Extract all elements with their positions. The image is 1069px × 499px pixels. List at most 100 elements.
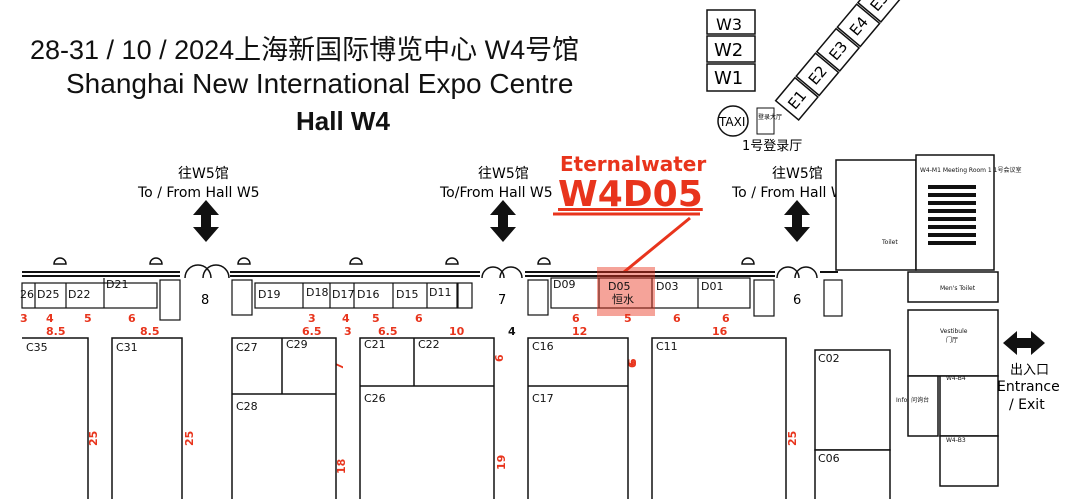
hall-wall xyxy=(22,271,838,277)
booth-label: C17 xyxy=(532,392,554,405)
dimension-label: 6 xyxy=(626,360,639,368)
transfer-en-1: To / From Hall W5 xyxy=(137,185,260,201)
gate-7-label: 7 xyxy=(498,293,506,308)
facility-block xyxy=(835,154,999,487)
venue-name: Shanghai New International Expo Centre xyxy=(66,68,574,99)
highlight-booth-w4d05[interactable] xyxy=(597,267,655,316)
exit-en-label: / Exit xyxy=(1009,397,1045,413)
hydrant-icon xyxy=(349,257,363,265)
registration-stand-label: 登录大厅 xyxy=(758,113,782,121)
booth-label: D22 xyxy=(68,288,90,301)
date-and-hall-title: 28-31 / 10 / 2024上海新国际博览中心 W4号馆 xyxy=(30,35,580,65)
booth-label: C26 xyxy=(364,392,386,405)
transfer-cn-1: 往W5馆 xyxy=(178,166,229,182)
registration-stand xyxy=(756,107,775,135)
booth-label: D19 xyxy=(258,288,280,301)
booth-label: C11 xyxy=(656,340,678,353)
hall-w3-label: W3 xyxy=(716,15,742,34)
booth-label: D21 xyxy=(106,278,128,291)
meeting-room-label: W4-M1 Meeting Room 1 1号会议室 xyxy=(920,166,1021,174)
dimension-label: 8.5 xyxy=(140,325,160,338)
dimension-label: 3 xyxy=(20,312,28,325)
room-b4-label: W4-B4 xyxy=(946,375,966,382)
taxi-icon xyxy=(717,105,749,137)
d-row-booths xyxy=(21,277,843,321)
booth-label: C28 xyxy=(236,400,258,413)
hydrant-icon xyxy=(237,257,251,265)
hydrant-icon xyxy=(149,257,163,265)
dimension-label: 7 xyxy=(333,362,346,370)
booth-label: C16 xyxy=(532,340,554,353)
taxi-label: TAXI xyxy=(718,115,745,129)
dimension-label: 3 xyxy=(344,325,352,338)
dimension-label: 3 xyxy=(308,312,316,325)
dimension-label: 4 xyxy=(46,312,54,325)
booth-pointer xyxy=(623,216,691,274)
dimension-label: 6 xyxy=(626,358,639,366)
booth-label: D09 xyxy=(553,278,575,291)
transfer-en-2: To/From Hall W5 xyxy=(439,185,553,201)
booth-label: C22 xyxy=(418,338,440,351)
transfer-arrow-icon xyxy=(193,200,219,242)
booth-label: D16 xyxy=(357,288,379,301)
dimension-label: 5 xyxy=(372,312,380,325)
booth-label: D05 xyxy=(608,280,630,293)
hydrant-icon xyxy=(741,257,755,265)
room-b3-label: W4-B3 xyxy=(946,437,966,444)
transfer-arrow-icon xyxy=(490,200,516,242)
booth-label: 恒水 xyxy=(612,293,634,306)
dimension-label: 25 xyxy=(183,431,196,446)
dimension-label: 6 xyxy=(493,354,506,362)
booth-code: W4D05 xyxy=(558,174,703,215)
info-desk-label: Info. 问询台 xyxy=(896,396,929,404)
dimension-label: 16 xyxy=(712,325,728,338)
mens-toilet-label: Men's Toilet xyxy=(940,285,976,292)
hall-w1-label: W1 xyxy=(714,68,743,89)
booth-label: D17 xyxy=(332,288,354,301)
vestibule-cn-label: 门厅 xyxy=(946,336,958,344)
dimension-label: 6 xyxy=(415,312,423,325)
entrance-en-label: Entrance xyxy=(997,379,1060,395)
dimension-label: 8.5 xyxy=(46,325,66,338)
transfer-arrow-icon xyxy=(784,200,810,242)
booth-label: C35 xyxy=(26,341,48,354)
booth-label: D03 xyxy=(656,280,678,293)
booth-label: D15 xyxy=(396,288,418,301)
booth-label: C06 xyxy=(818,452,840,465)
hall-name: Hall W4 xyxy=(296,106,390,136)
booth-label: D01 xyxy=(701,280,723,293)
dimension-label: 5 xyxy=(624,312,632,325)
dimension-label: 19 xyxy=(495,455,508,470)
dimension-label: 5 xyxy=(84,312,92,325)
dimension-label: 6 xyxy=(722,312,730,325)
dimension-label: 6.5 xyxy=(378,325,398,338)
booth-label: D11 xyxy=(429,286,451,299)
vestibule-label: Vestibule xyxy=(940,328,968,335)
transfer-en-3: To / From Hall W5 xyxy=(731,185,854,201)
c-row-booths xyxy=(22,337,891,499)
hydrant-icon xyxy=(53,257,67,265)
hydrant-icon xyxy=(445,257,459,265)
dimension-label: 6 xyxy=(673,312,681,325)
booth-label: D18 xyxy=(306,286,328,299)
dimension-label: 6 xyxy=(128,312,136,325)
booth-label: D25 xyxy=(37,288,59,301)
transfer-cn-2: 往W5馆 xyxy=(478,166,529,182)
gate-doors xyxy=(184,264,818,279)
dimension-label: 10 xyxy=(449,325,465,338)
entrance-arrow-icon xyxy=(1003,331,1045,355)
gate-6-label: 6 xyxy=(793,293,801,308)
dimension-label: 4 xyxy=(508,325,516,338)
dimension-label: 18 xyxy=(335,459,348,474)
neighbor-halls-w xyxy=(706,9,756,92)
registration-hall-label: 1号登录厅 xyxy=(742,139,802,154)
dimension-label: 6.5 xyxy=(302,325,322,338)
dimension-label: 4 xyxy=(342,312,350,325)
hydrant-icon xyxy=(537,257,551,265)
neighbor-halls-e: E1 E2 E3 E4 E5 xyxy=(774,0,902,122)
meeting-seats xyxy=(928,185,976,245)
dimension-label: 25 xyxy=(87,431,100,446)
dimension-label: 25 xyxy=(786,431,799,446)
dimension-label: 6 xyxy=(572,312,580,325)
booth-label: C27 xyxy=(236,341,258,354)
